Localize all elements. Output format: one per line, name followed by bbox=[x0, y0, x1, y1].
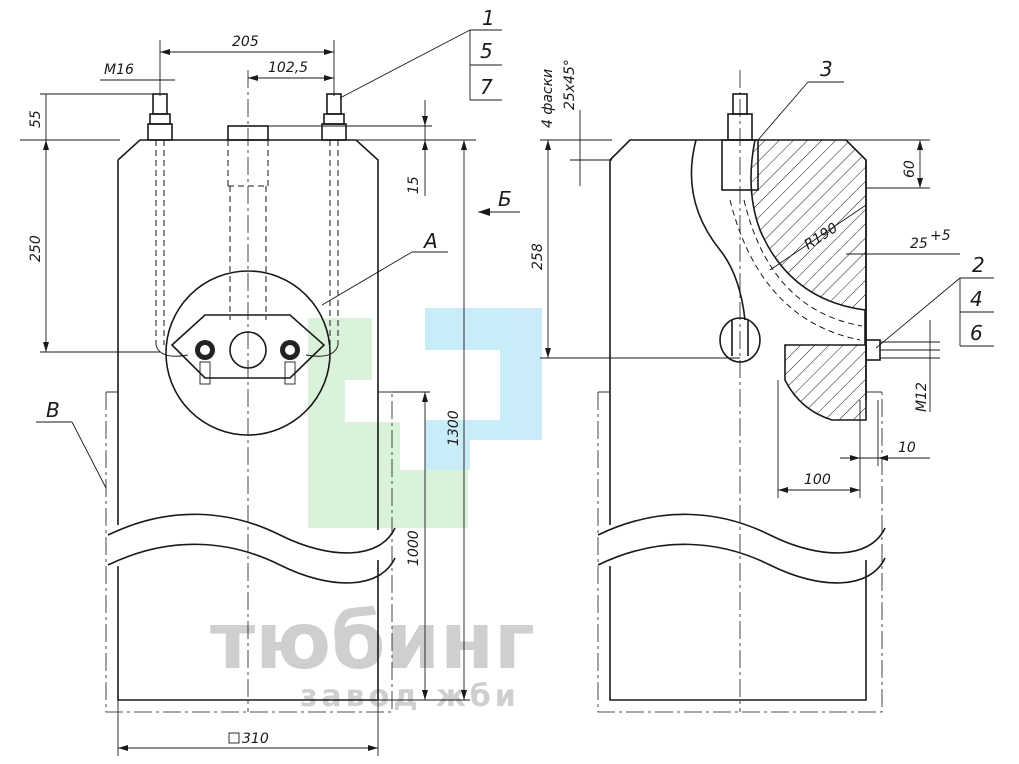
dim-250: 250 bbox=[28, 235, 44, 262]
right-callouts: 3 2 4 6 bbox=[757, 57, 994, 349]
dim-55: 55 bbox=[28, 110, 44, 128]
watermark-subtitle: завод жби bbox=[300, 679, 520, 714]
mounting-plate bbox=[170, 314, 326, 379]
view-label-v: В bbox=[46, 398, 60, 422]
view-arrow-b: Б bbox=[498, 187, 512, 211]
dim-102-5: 102,5 bbox=[268, 60, 308, 76]
left-callouts: 1 5 7 Б А В bbox=[36, 6, 520, 489]
detail-circle-a bbox=[165, 270, 331, 436]
watermark-logo bbox=[308, 308, 542, 528]
callout-5: 5 bbox=[480, 39, 493, 63]
bolt-left bbox=[147, 93, 173, 345]
dim-258: 258 bbox=[530, 243, 546, 270]
dim-25-tolerance: +5 bbox=[930, 228, 951, 244]
callout-1: 1 bbox=[482, 6, 495, 30]
chamfer-note-2: 25x45° bbox=[562, 59, 578, 110]
view-label-a: А bbox=[422, 229, 438, 253]
break-line-bottom bbox=[107, 543, 396, 584]
right-dimensions: 258 4 фаски 25x45° 60 R190 25 +5 M12 10 … bbox=[530, 59, 960, 498]
dim-1300: 1300 bbox=[446, 410, 462, 446]
left-dimensions: 205 102,5 M16 55 250 15 1300 1000 310 bbox=[20, 34, 476, 756]
left-lower-body bbox=[117, 560, 379, 701]
right-break-bottom bbox=[597, 543, 886, 584]
callout-7: 7 bbox=[480, 75, 493, 99]
callout-4: 4 bbox=[970, 287, 983, 311]
hatched-section bbox=[696, 139, 867, 421]
dim-10: 10 bbox=[898, 440, 916, 456]
callout-6: 6 bbox=[970, 321, 983, 345]
dim-100: 100 bbox=[804, 472, 831, 488]
right-view bbox=[597, 70, 940, 713]
break-line-top bbox=[107, 513, 396, 554]
callout-3: 3 bbox=[820, 57, 833, 81]
dim-m12: M12 bbox=[914, 382, 930, 412]
dim-205: 205 bbox=[232, 34, 259, 50]
dim-60: 60 bbox=[902, 160, 918, 178]
bolt-right bbox=[321, 93, 347, 345]
dim-25: 25 bbox=[910, 236, 928, 252]
dim-310: 310 bbox=[242, 731, 269, 747]
watermark-title: тюбинг bbox=[210, 597, 535, 687]
dim-1000: 1000 bbox=[406, 530, 422, 566]
chamfer-note-1: 4 фаски bbox=[540, 69, 556, 128]
callout-2: 2 bbox=[972, 253, 985, 277]
dim-15: 15 bbox=[406, 176, 422, 194]
dim-m16: M16 bbox=[104, 62, 134, 78]
right-break-top bbox=[597, 513, 886, 554]
